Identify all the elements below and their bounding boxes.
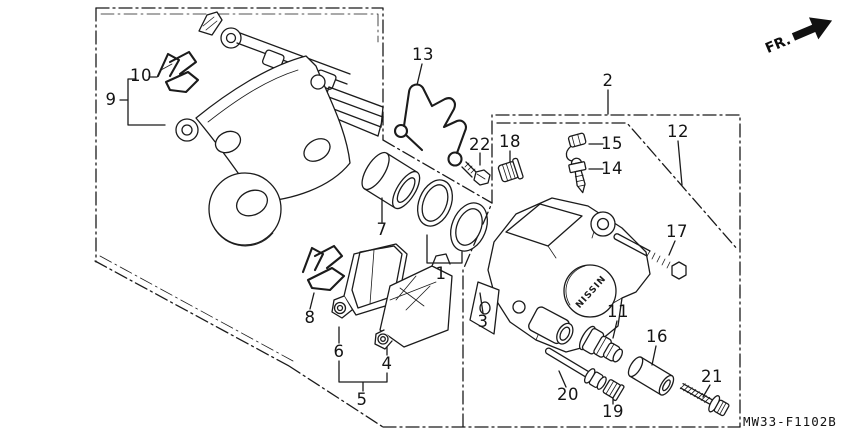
pad-spring-part xyxy=(393,83,467,167)
callout-part-20[interactable]: 20 xyxy=(557,384,579,404)
fr-direction: FR. xyxy=(763,17,833,57)
callout-part-9[interactable]: 9 xyxy=(105,89,117,109)
callout-part-18[interactable]: 18 xyxy=(499,131,521,151)
bracket-frame-top-right xyxy=(95,7,384,141)
caliper-frame xyxy=(491,114,741,428)
caliper-body-part: NISSIN xyxy=(469,197,651,353)
bleed-screw-part xyxy=(568,157,587,194)
fr-direction-arrow-icon xyxy=(791,17,833,41)
callout-part-8[interactable]: 8 xyxy=(304,307,316,327)
pin-plug-part xyxy=(602,379,625,402)
seal-set-part xyxy=(417,179,488,252)
small-bolt-part xyxy=(461,161,491,186)
callout-part-7[interactable]: 7 xyxy=(376,219,388,239)
flange-bolt-part xyxy=(679,382,730,417)
pin-bolt-part xyxy=(613,233,687,280)
collar-part xyxy=(627,356,675,396)
retainer-clip-part xyxy=(301,244,346,292)
callout-part-1[interactable]: 1 xyxy=(435,263,447,283)
boot-bushing-part xyxy=(497,157,524,183)
callout-part-17[interactable]: 17 xyxy=(666,221,688,241)
callout-part-4[interactable]: 4 xyxy=(381,353,393,373)
frame-diagonal xyxy=(382,139,493,204)
callout-part-14[interactable]: 14 xyxy=(601,158,623,178)
fr-label: FR. xyxy=(763,32,793,57)
callout-part-11[interactable]: 11 xyxy=(607,301,629,321)
pad-retainer-clip-part xyxy=(156,50,200,94)
callout-part-6[interactable]: 6 xyxy=(333,341,345,361)
bleeder-cap-part xyxy=(565,132,587,162)
pad-pin-part xyxy=(544,347,607,390)
callout-part-16[interactable]: 16 xyxy=(646,326,668,346)
callout-part-5[interactable]: 5 xyxy=(356,389,368,409)
brake-pads-part xyxy=(331,243,453,350)
drawing-code: MW33-F1102B xyxy=(743,414,837,429)
boundary-lines xyxy=(94,7,741,428)
callout-part-15[interactable]: 15 xyxy=(601,133,623,153)
callout-part-19[interactable]: 19 xyxy=(602,401,624,421)
callout-part-10[interactable]: 10 xyxy=(130,65,152,85)
callout-part-21[interactable]: 21 xyxy=(701,366,723,386)
pin-boot-part xyxy=(578,325,624,363)
callout-part-2[interactable]: 2 xyxy=(602,70,614,90)
leader-lines xyxy=(119,63,711,405)
carrier-bracket-part xyxy=(175,11,384,247)
subassembly-frame xyxy=(496,122,739,251)
callout-part-3[interactable]: 3 xyxy=(477,311,489,331)
callout-part-22[interactable]: 22 xyxy=(469,134,491,154)
piston-part xyxy=(361,151,421,210)
callout-part-12[interactable]: 12 xyxy=(667,121,689,141)
callout-part-13[interactable]: 13 xyxy=(412,44,434,64)
